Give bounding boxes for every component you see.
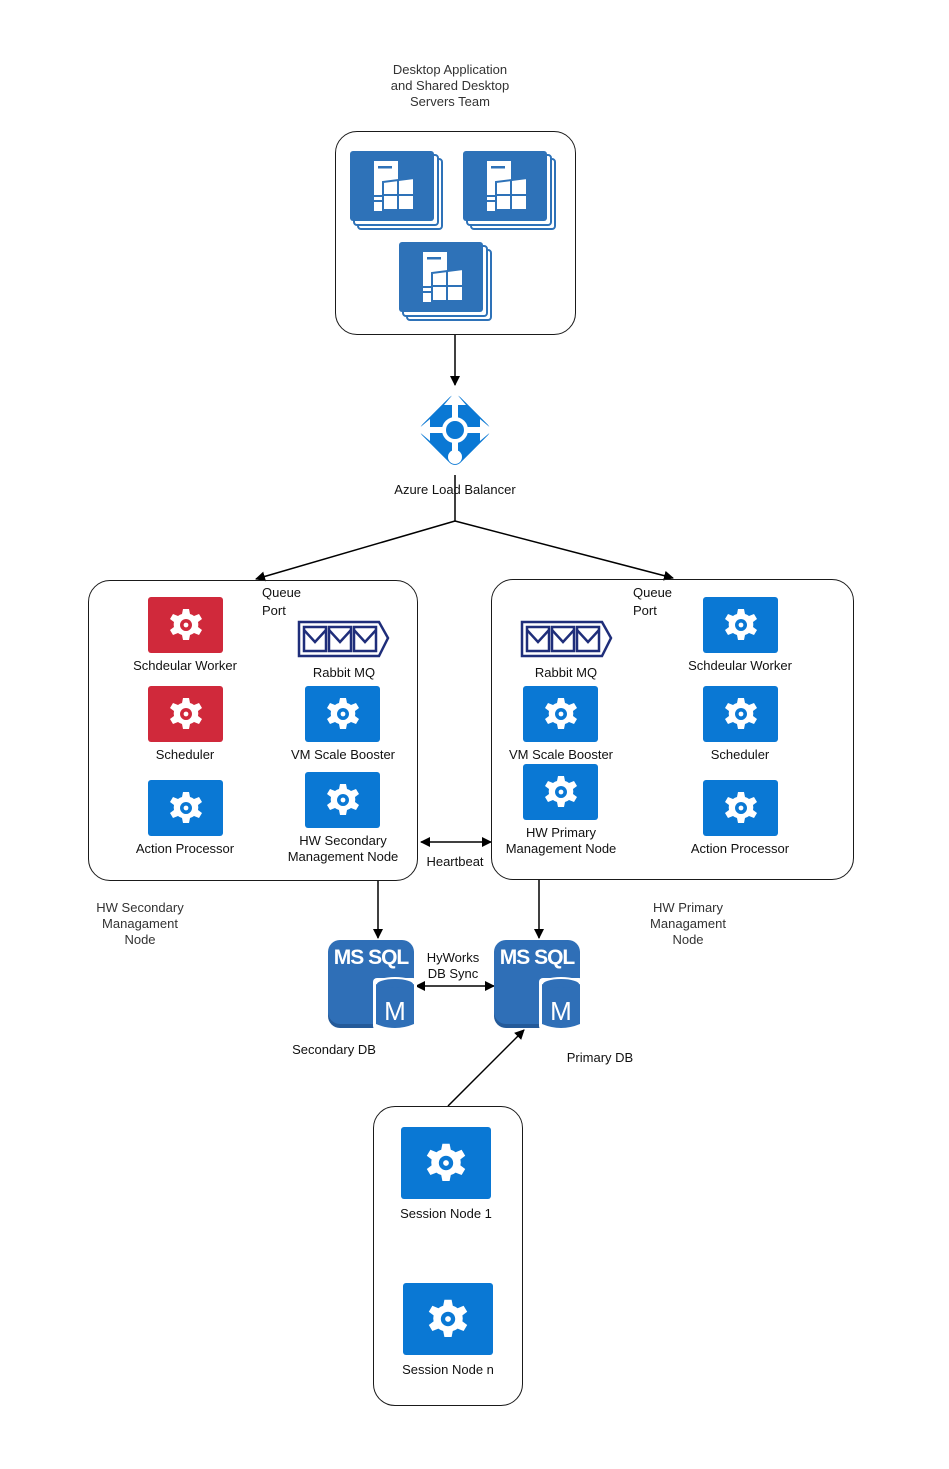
gear-icon [426, 1143, 466, 1181]
action-processor-tile[interactable] [148, 780, 223, 836]
load-balancer-icon[interactable] [408, 385, 502, 477]
secondary-node-caption: HW Secondary Managament Node [80, 900, 200, 948]
queue-port-label: Queue Port [633, 584, 672, 620]
message-queue-icon[interactable] [520, 620, 614, 660]
gear-icon [169, 698, 202, 729]
queue-port-line-2: Port [262, 603, 286, 618]
rabbit-mq-label: Rabbit MQ [312, 665, 376, 680]
hw-primary-line-2: Management Node [505, 841, 617, 856]
rabbit-mq-label: Rabbit MQ [534, 665, 598, 680]
scheduler-worker-tile[interactable] [703, 597, 778, 653]
edge-lb-to-secondary [255, 520, 456, 582]
sql-badge: MS SQL [333, 946, 410, 969]
primary-db-label: Primary DB [566, 1050, 634, 1065]
session-node-n-label: Session Node n [402, 1362, 494, 1377]
caption-line-3: Node [672, 932, 704, 947]
edge-session-to-primary-db [447, 1029, 525, 1107]
gear-icon [326, 784, 359, 815]
sql-database-icon [328, 940, 417, 1030]
gear-icon [724, 792, 757, 823]
queue-port-line-2: Port [633, 603, 657, 618]
queue-port-line-1: Queue [633, 585, 673, 600]
hw-secondary-node-tile[interactable] [305, 772, 380, 828]
db-sync-line-1: HyWorks [426, 950, 480, 965]
action-processor-label: Action Processor [135, 841, 235, 856]
scheduler-label: Scheduler [155, 747, 215, 762]
title-line-2: and Shared Desktop [390, 78, 510, 93]
sql-letter: M [384, 996, 406, 1026]
action-processor-label: Action Processor [690, 841, 790, 856]
db-sync-label: HyWorks DB Sync [413, 950, 493, 982]
caption-line-2: Managament [102, 916, 178, 931]
hw-primary-line-1: HW Primary [525, 825, 597, 840]
caption-line-3: Node [124, 932, 156, 947]
vm-scale-booster-label: VM Scale Booster [508, 747, 614, 762]
action-processor-tile[interactable] [703, 780, 778, 836]
load-balancer-label: Azure Load Balancer [394, 482, 516, 497]
caption-line-2: Managament [650, 916, 726, 931]
secondary-cluster[interactable] [88, 580, 418, 881]
gear-icon [724, 609, 757, 640]
scheduler-worker-label: Schdeular Worker [688, 658, 792, 673]
scheduler-label: Scheduler [710, 747, 770, 762]
message-queue-icon[interactable] [297, 620, 391, 660]
session-node-1-label: Session Node 1 [400, 1206, 492, 1221]
session-node-1-tile[interactable] [401, 1127, 491, 1199]
primary-node-caption: HW Primary Managament Node [628, 900, 748, 948]
vm-scale-booster-label: VM Scale Booster [290, 747, 396, 762]
secondary-db-label: Secondary DB [292, 1042, 376, 1057]
servers-team-title: Desktop Application and Shared Desktop S… [360, 62, 540, 110]
scheduler-worker-label: Schdeular Worker [133, 658, 237, 673]
desktop-servers-group[interactable] [335, 131, 576, 335]
windows-server-icon [399, 242, 492, 321]
sql-badge: MS SQL [499, 946, 576, 969]
secondary-db[interactable]: MS SQL M [327, 940, 419, 1032]
title-line-3: Servers Team [410, 94, 490, 109]
gear-icon [428, 1299, 468, 1337]
hw-primary-node-label: HW Primary Management Node [486, 825, 636, 857]
session-node-n-tile[interactable] [403, 1283, 493, 1355]
queue-port-line-1: Queue [262, 585, 302, 600]
hw-primary-node-tile[interactable] [523, 764, 598, 820]
vm-scale-booster-tile[interactable] [523, 686, 598, 742]
gear-icon [326, 698, 359, 729]
db-sync-line-2: DB Sync [427, 966, 479, 981]
caption-line-1: HW Secondary [96, 900, 184, 915]
scheduler-tile[interactable] [703, 686, 778, 742]
windows-server-icon [463, 151, 556, 230]
gear-icon [169, 792, 202, 823]
queue-port-label: Queue Port [262, 584, 301, 620]
hw-secondary-line-1: HW Secondary [299, 833, 387, 848]
gear-icon [169, 609, 202, 640]
title-line-1: Desktop Application [392, 62, 508, 77]
hw-secondary-node-label: HW Secondary Management Node [268, 833, 418, 865]
hw-secondary-line-2: Management Node [287, 849, 399, 864]
gear-icon [544, 698, 577, 729]
sql-database-icon [494, 940, 583, 1030]
gear-icon [544, 776, 577, 807]
primary-db[interactable]: MS SQL M [493, 940, 585, 1032]
edge-lb-to-primary [454, 520, 674, 581]
primary-cluster[interactable] [491, 579, 854, 880]
heartbeat-label: Heartbeat [426, 854, 484, 869]
sql-letter: M [550, 996, 572, 1026]
gear-icon [724, 698, 757, 729]
session-nodes-group[interactable] [373, 1106, 523, 1406]
caption-line-1: HW Primary [652, 900, 724, 915]
windows-server-icon [350, 151, 443, 230]
scheduler-tile[interactable] [148, 686, 223, 742]
vm-scale-booster-tile[interactable] [305, 686, 380, 742]
scheduler-worker-tile[interactable] [148, 597, 223, 653]
